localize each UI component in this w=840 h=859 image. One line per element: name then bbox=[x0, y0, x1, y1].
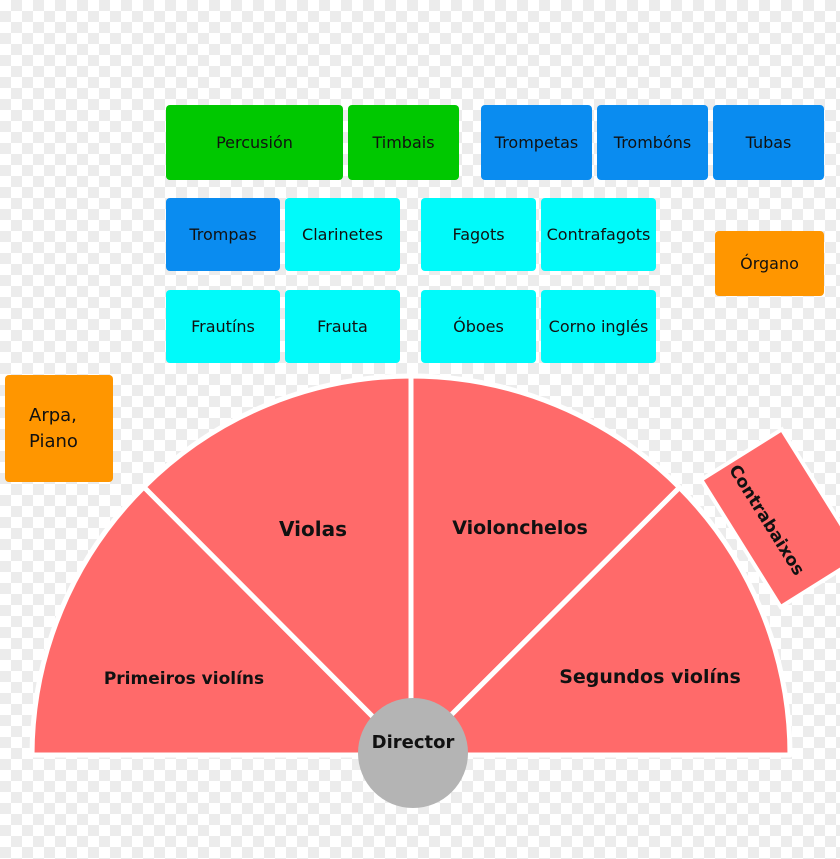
label-violas: Violas bbox=[279, 517, 347, 541]
label-primeiros-violins: Primeiros violíns bbox=[104, 669, 264, 689]
box-trompetas: Trompetas bbox=[481, 105, 592, 180]
box-oboes: Óboes bbox=[421, 290, 536, 363]
stage-baseline bbox=[0, 755, 840, 859]
box-frauta: Frauta bbox=[285, 290, 400, 363]
box-clarinetes: Clarinetes bbox=[285, 198, 400, 271]
section-violonchelos bbox=[408, 373, 682, 758]
box-tubas: Tubas bbox=[713, 105, 824, 180]
box-contrafagots: Contrafagots bbox=[541, 198, 656, 271]
box-trompas: Trompas bbox=[166, 198, 280, 271]
box-percusion: Percusión bbox=[166, 105, 343, 180]
box-corno-ingles: Corno inglés bbox=[541, 290, 656, 363]
conductor-podium bbox=[358, 698, 468, 808]
box-frautins: Frautíns bbox=[166, 290, 280, 363]
arpa-label: Arpa, bbox=[29, 404, 77, 426]
box-arpa-piano: Arpa, Piano bbox=[5, 375, 113, 482]
box-trombons: Trombóns bbox=[597, 105, 708, 180]
box-organo: Órgano bbox=[715, 231, 824, 296]
section-segundos-violins bbox=[408, 485, 793, 758]
box-timbais: Timbais bbox=[348, 105, 459, 180]
piano-label: Piano bbox=[29, 430, 78, 452]
section-primeiros-violins bbox=[29, 484, 414, 758]
label-segundos-violins: Segundos violíns bbox=[559, 666, 741, 688]
box-fagots: Fagots bbox=[421, 198, 536, 271]
label-violonchelos: Violonchelos bbox=[452, 517, 588, 539]
section-violas bbox=[141, 373, 414, 758]
label-director: Director bbox=[372, 732, 455, 753]
section-contrabaixos bbox=[698, 426, 840, 610]
